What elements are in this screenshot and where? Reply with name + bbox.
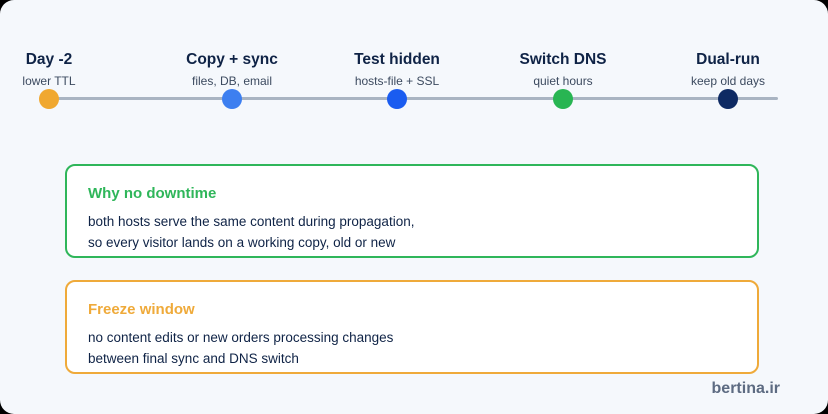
step-title: Day -2 xyxy=(25,51,73,68)
card-text-line: no content edits or new orders processin… xyxy=(88,330,394,345)
card-text-line: so every visitor lands on a working copy… xyxy=(88,235,396,250)
step-title: Test hidden xyxy=(354,51,440,68)
card-text-line: between final sync and DNS switch xyxy=(88,351,299,366)
brand-watermark: bertina.ir xyxy=(711,380,780,397)
step-dot xyxy=(222,89,242,109)
step-subtitle: quiet hours xyxy=(533,74,593,88)
step-title: Copy + sync xyxy=(186,51,278,68)
why-no-downtime-card: Why no downtime both hosts serve the sam… xyxy=(65,164,759,258)
step-dot xyxy=(718,89,738,109)
step-subtitle: files, DB, email xyxy=(191,74,273,88)
timeline-line xyxy=(40,97,778,100)
step-subtitle: hosts-file + SSL xyxy=(354,74,440,88)
freeze-window-card: Freeze window no content edits or new or… xyxy=(65,280,759,374)
step-dot xyxy=(387,89,407,109)
step-subtitle: keep old days xyxy=(690,74,766,88)
step-title: Dual-run xyxy=(696,51,760,68)
card-title: Freeze window xyxy=(88,301,195,318)
card-text-line: both hosts serve the same content during… xyxy=(88,214,415,229)
step-subtitle: lower TTL xyxy=(22,74,76,88)
step-dot xyxy=(39,89,59,109)
step-title: Switch DNS xyxy=(519,51,607,68)
card-title: Why no downtime xyxy=(88,185,217,202)
step-dot xyxy=(553,89,573,109)
